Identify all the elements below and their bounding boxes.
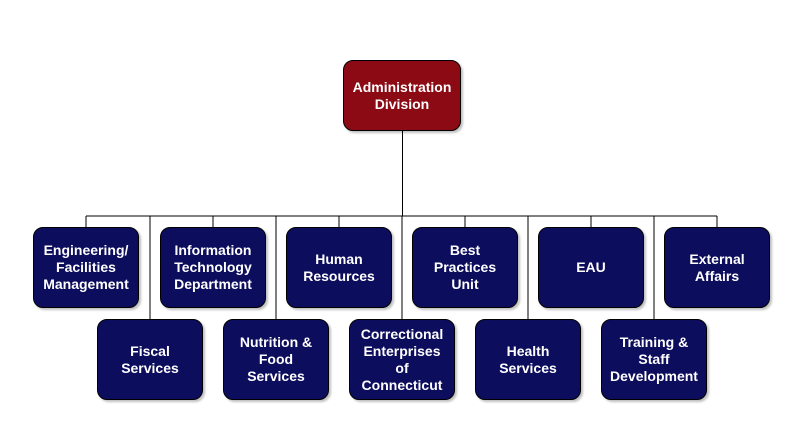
node-label: Information Technology Department [174,242,252,292]
node-label: Engineering/ Facilities Management [43,242,129,292]
node-correctional-enterprises: Correctional Enterprises of Connecticut [349,319,455,400]
node-label: Best Practices Unit [433,242,497,292]
node-nutrition-food-services: Nutrition & Food Services [223,319,329,400]
node-health-services: Health Services [475,319,581,400]
node-training-staff-development: Training & Staff Development [601,319,707,400]
node-external-affairs: External Affairs [664,227,770,308]
node-engineering-facilities-management: Engineering/ Facilities Management [33,227,139,308]
node-best-practices-unit: Best Practices Unit [412,227,518,308]
node-label: Correctional Enterprises of Connecticut [360,325,444,393]
node-administration-division: Administration Division [343,60,461,131]
node-label: EAU [576,259,606,275]
node-eau: EAU [538,227,644,308]
node-label: Fiscal Services [121,342,179,376]
node-label: Health Services [499,342,557,376]
node-label: External Affairs [689,250,745,284]
node-label: Administration Division [352,78,452,112]
node-label: Human Resources [303,250,375,284]
node-human-resources: Human Resources [286,227,392,308]
node-information-technology-department: Information Technology Department [160,227,266,308]
node-label: Training & Staff Development [610,334,698,384]
node-fiscal-services: Fiscal Services [97,319,203,400]
node-label: Nutrition & Food Services [239,334,313,384]
